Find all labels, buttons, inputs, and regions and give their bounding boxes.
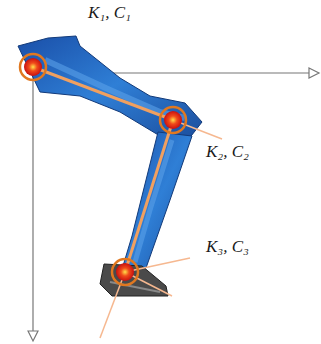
joint-label: K₃, C₃	[206, 238, 249, 257]
joint-label: K₂, C₂	[206, 143, 249, 162]
joint-label: K₁, C₁	[88, 4, 131, 23]
